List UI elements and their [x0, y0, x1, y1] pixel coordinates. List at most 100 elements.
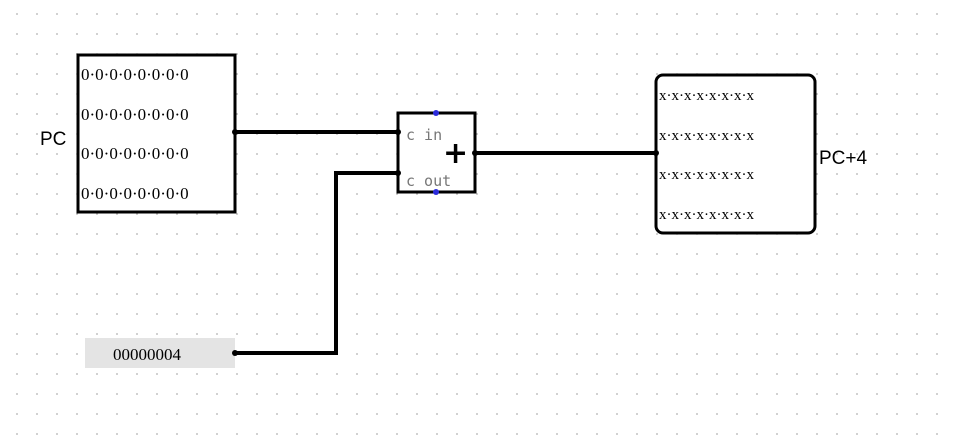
grid-dot	[196, 273, 198, 275]
grid-dot	[376, 273, 378, 275]
grid-dot	[16, 113, 18, 115]
pc4-register[interactable]: x·x·x·x·x·x·x·x x·x·x·x·x·x·x·x x·x·x·x·…	[653, 73, 867, 235]
adder[interactable]: c in c out +	[395, 110, 478, 195]
grid-dot	[56, 373, 58, 375]
grid-dot	[256, 73, 258, 75]
grid-dot	[296, 213, 298, 215]
pc-row-2: 0·0·0·0·0·0·0·0	[81, 144, 189, 163]
grid-dot	[916, 233, 918, 235]
wire-constant-to-adder[interactable]	[235, 171, 398, 355]
constant-block[interactable]: 00000004	[85, 338, 238, 368]
grid-dot	[816, 433, 818, 435]
grid-dot	[616, 53, 618, 55]
grid-dot	[696, 333, 698, 335]
grid-dot	[116, 333, 118, 335]
grid-dot	[16, 53, 18, 55]
grid-dot	[16, 373, 18, 375]
grid-dot	[876, 433, 878, 435]
adder-input-b-port[interactable]	[395, 170, 401, 176]
grid-dot	[316, 13, 318, 15]
grid-dot	[136, 213, 138, 215]
grid-dot	[36, 193, 38, 195]
grid-dot	[896, 53, 898, 55]
pc-register-box[interactable]	[76, 53, 237, 214]
pc-register[interactable]: 0·0·0·0·0·0·0·0 0·0·0·0·0·0·0·0 0·0·0·0·…	[40, 53, 238, 214]
constant-output-port[interactable]	[232, 350, 238, 356]
grid-dot	[556, 313, 558, 315]
grid-dot	[836, 193, 838, 195]
grid-dot	[36, 233, 38, 235]
grid-dot	[776, 373, 778, 375]
grid-dot	[176, 273, 178, 275]
grid-dot	[676, 393, 678, 395]
grid-dot	[656, 53, 658, 55]
grid-dot	[556, 233, 558, 235]
grid-dot	[316, 433, 318, 435]
grid-dot	[896, 253, 898, 255]
pc4-input-port[interactable]	[653, 150, 659, 156]
grid-dot	[176, 333, 178, 335]
grid-dot	[616, 333, 618, 335]
grid-dot	[876, 133, 878, 135]
grid-dot	[556, 393, 558, 395]
grid-dot	[896, 13, 898, 15]
adder-carry-out-port[interactable]	[433, 189, 439, 195]
grid-dot	[36, 213, 38, 215]
grid-dot	[756, 313, 758, 315]
grid-dot	[76, 33, 78, 35]
grid-dot	[796, 33, 798, 35]
grid-dot	[856, 313, 858, 315]
grid-dot	[436, 93, 438, 95]
grid-dot	[316, 53, 318, 55]
grid-dot	[376, 293, 378, 295]
grid-dot	[736, 53, 738, 55]
grid-dot	[436, 393, 438, 395]
grid-dot	[876, 93, 878, 95]
grid-dot	[296, 273, 298, 275]
grid-dot	[456, 413, 458, 415]
grid-dot	[436, 233, 438, 235]
grid-dot	[76, 213, 78, 215]
grid-dot	[276, 333, 278, 335]
grid-dot	[216, 333, 218, 335]
grid-dot	[936, 253, 938, 255]
grid-dot	[536, 413, 538, 415]
grid-dot	[516, 13, 518, 15]
grid-dot	[336, 113, 338, 115]
grid-dot	[856, 13, 858, 15]
grid-dot	[536, 73, 538, 75]
grid-dot	[216, 273, 218, 275]
pc-row-1: 0·0·0·0·0·0·0·0	[81, 105, 189, 124]
grid-dot	[596, 173, 598, 175]
grid-dot	[816, 33, 818, 35]
grid-dot	[916, 393, 918, 395]
grid-dot	[56, 113, 58, 115]
grid-dot	[936, 93, 938, 95]
adder-input-a-port[interactable]	[395, 129, 401, 135]
grid-dot	[256, 153, 258, 155]
grid-dot	[416, 313, 418, 315]
grid-dot	[216, 373, 218, 375]
grid-dot	[476, 33, 478, 35]
grid-dot	[556, 413, 558, 415]
grid-dot	[236, 253, 238, 255]
grid-dot	[616, 33, 618, 35]
grid-dot	[316, 33, 318, 35]
grid-dot	[196, 253, 198, 255]
grid-dot	[156, 233, 158, 235]
grid-dot	[476, 173, 478, 175]
adder-box[interactable]	[396, 111, 477, 194]
adder-carry-in-port[interactable]	[433, 110, 439, 116]
pc-output-port[interactable]	[232, 129, 238, 135]
grid-dot	[196, 373, 198, 375]
grid-dot	[916, 373, 918, 375]
adder-output-port[interactable]	[472, 150, 478, 156]
grid-dot	[596, 433, 598, 435]
grid-dot	[896, 113, 898, 115]
grid-dot	[476, 73, 478, 75]
grid-dot	[676, 433, 678, 435]
grid-dot	[136, 273, 138, 275]
constant-box[interactable]	[85, 338, 235, 368]
grid-dot	[876, 153, 878, 155]
grid-dot	[276, 33, 278, 35]
